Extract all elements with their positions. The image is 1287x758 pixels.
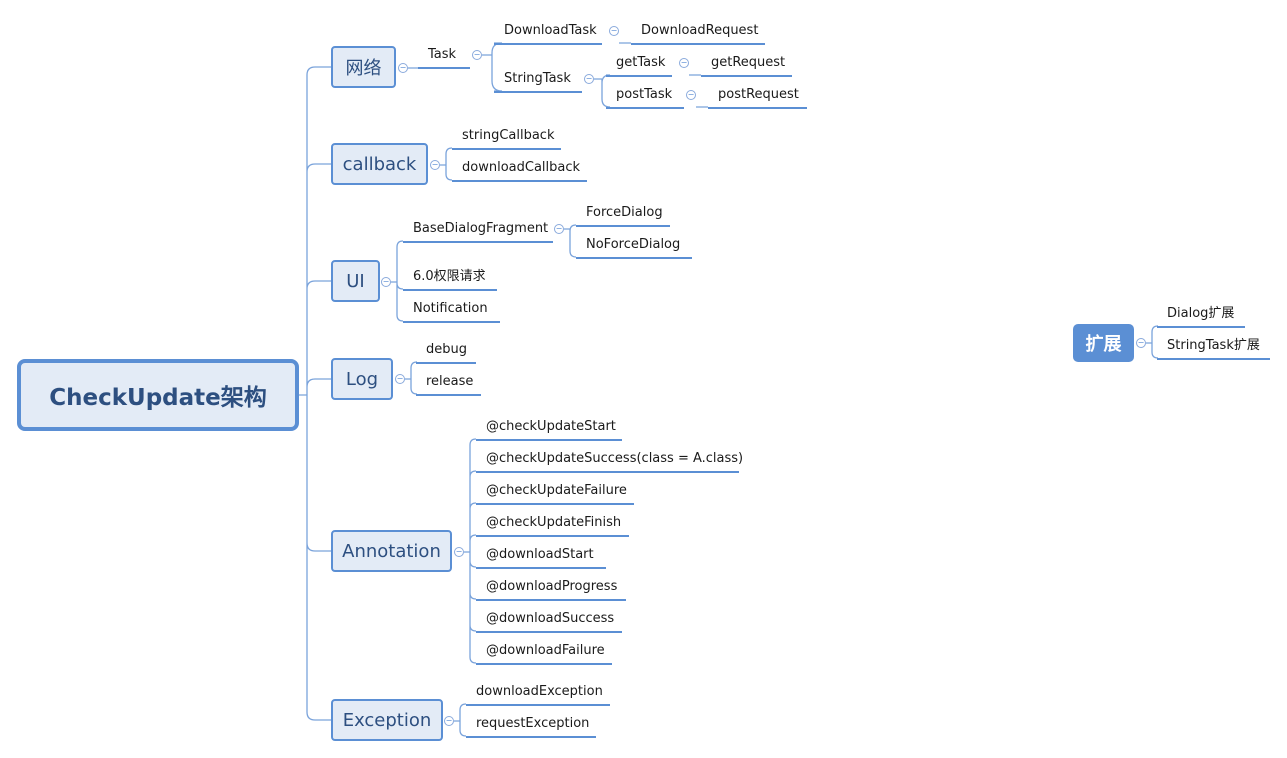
collapse-toggle-callback[interactable]: − [430,160,440,170]
branch-network-label: 网络 [345,58,382,79]
floating-topic-extension[interactable]: 扩展 [1073,324,1134,362]
leaf-label: DownloadTask [504,23,597,38]
collapse-toggle-download-task[interactable]: − [609,26,619,36]
leaf-label: @checkUpdateSuccess(class = A.class) [486,451,744,466]
leaf-check-update-finish[interactable]: @checkUpdateFinish [476,514,629,537]
leaf-get-task[interactable]: getTask [606,54,672,77]
leaf-label: BaseDialogFragment [413,221,549,236]
leaf-label: Task [428,47,457,62]
leaf-label: @downloadSuccess [486,611,615,626]
leaf-label: @downloadStart [486,547,594,562]
branch-callback-label: callback [342,153,417,175]
leaf-base-dialog-fragment[interactable]: BaseDialogFragment [403,220,553,243]
leaf-label: getRequest [711,55,786,70]
leaf-download-request[interactable]: DownloadRequest [631,22,765,45]
leaf-label: @downloadFailure [486,643,605,658]
collapse-toggle-post-task[interactable]: − [686,90,696,100]
branch-exception-label: Exception [342,709,432,731]
leaf-label: postRequest [718,87,799,102]
leaf-task[interactable]: Task [418,46,470,69]
branch-network[interactable]: 网络 [331,46,396,88]
branch-callback[interactable]: callback [331,143,428,185]
leaf-label: downloadException [476,684,603,699]
leaf-dialog-extension[interactable]: Dialog扩展 [1157,305,1245,328]
leaf-label: DownloadRequest [641,23,759,38]
leaf-permission-request[interactable]: 6.0权限请求 [403,268,497,291]
leaf-download-exception[interactable]: downloadException [466,683,610,706]
connector-base-dialog-fragment [564,224,577,258]
leaf-get-request[interactable]: getRequest [701,54,792,77]
leaf-notification[interactable]: Notification [403,300,500,323]
collapse-toggle-extension[interactable]: − [1136,338,1146,348]
branch-annotation[interactable]: Annotation [331,530,452,572]
leaf-check-update-success[interactable]: @checkUpdateSuccess(class = A.class) [476,450,743,473]
leaf-label: debug [426,342,467,357]
leaf-download-progress[interactable]: @downloadProgress [476,578,626,601]
leaf-release[interactable]: release [416,373,481,396]
leaf-label: postTask [616,87,673,102]
collapse-toggle-base-dialog-fragment[interactable]: − [554,224,564,234]
leaf-string-task[interactable]: StringTask [494,70,582,93]
collapse-toggle-get-task[interactable]: − [679,58,689,68]
collapse-toggle-annotation[interactable]: − [454,547,464,557]
collapse-toggle-ui[interactable]: − [381,277,391,287]
collapse-toggle-string-task[interactable]: − [584,74,594,84]
leaf-request-exception[interactable]: requestException [466,715,596,738]
leaf-post-request[interactable]: postRequest [708,86,807,109]
branch-annotation-label: Annotation [342,540,441,562]
leaf-download-start[interactable]: @downloadStart [476,546,606,569]
leaf-label: 6.0权限请求 [413,269,486,284]
branch-exception[interactable]: Exception [331,699,443,741]
connector-annotation [464,438,477,664]
root-topic-label: CheckUpdate架构 [49,385,267,411]
leaf-download-task[interactable]: DownloadTask [494,22,602,45]
leaf-check-update-start[interactable]: @checkUpdateStart [476,418,622,441]
connector-ui [391,240,404,322]
connector-callback [440,147,453,181]
leaf-label: release [426,374,474,389]
leaf-label: Notification [413,301,488,316]
leaf-download-callback[interactable]: downloadCallback [452,159,587,182]
leaf-label: @checkUpdateFinish [486,515,622,530]
leaf-label: @checkUpdateFailure [486,483,627,498]
leaf-download-success[interactable]: @downloadSuccess [476,610,622,633]
collapse-toggle-log[interactable]: − [395,374,405,384]
leaf-label: getTask [616,55,666,70]
leaf-debug[interactable]: debug [416,341,476,364]
leaf-post-task[interactable]: postTask [606,86,684,109]
collapse-toggle-task[interactable]: − [472,50,482,60]
connector-root [299,66,331,721]
leaf-no-force-dialog[interactable]: NoForceDialog [576,236,692,259]
leaf-force-dialog[interactable]: ForceDialog [576,204,670,227]
branch-log-label: Log [345,368,379,390]
leaf-label: @checkUpdateStart [486,419,616,434]
leaf-label: downloadCallback [462,160,581,175]
collapse-toggle-network[interactable]: − [398,63,408,73]
leaf-label: NoForceDialog [586,237,681,252]
root-topic[interactable]: CheckUpdate架构 [17,359,299,431]
leaf-string-callback[interactable]: stringCallback [452,127,561,150]
connector-exception [454,703,467,737]
leaf-stringtask-extension[interactable]: StringTask扩展 [1157,337,1270,360]
leaf-label: Dialog扩展 [1167,306,1235,321]
leaf-label: stringCallback [462,128,555,143]
leaf-label: @downloadProgress [486,579,618,594]
branch-log[interactable]: Log [331,358,393,400]
branch-ui-label: UI [346,270,365,292]
leaf-download-failure[interactable]: @downloadFailure [476,642,612,665]
leaf-label: requestException [476,716,590,731]
leaf-label: StringTask [504,71,571,86]
floating-topic-extension-label: 扩展 [1085,334,1122,355]
collapse-toggle-exception[interactable]: − [444,716,454,726]
leaf-label: ForceDialog [586,205,663,220]
leaf-check-update-failure[interactable]: @checkUpdateFailure [476,482,634,505]
leaf-label: StringTask扩展 [1167,338,1260,353]
branch-ui[interactable]: UI [331,260,380,302]
